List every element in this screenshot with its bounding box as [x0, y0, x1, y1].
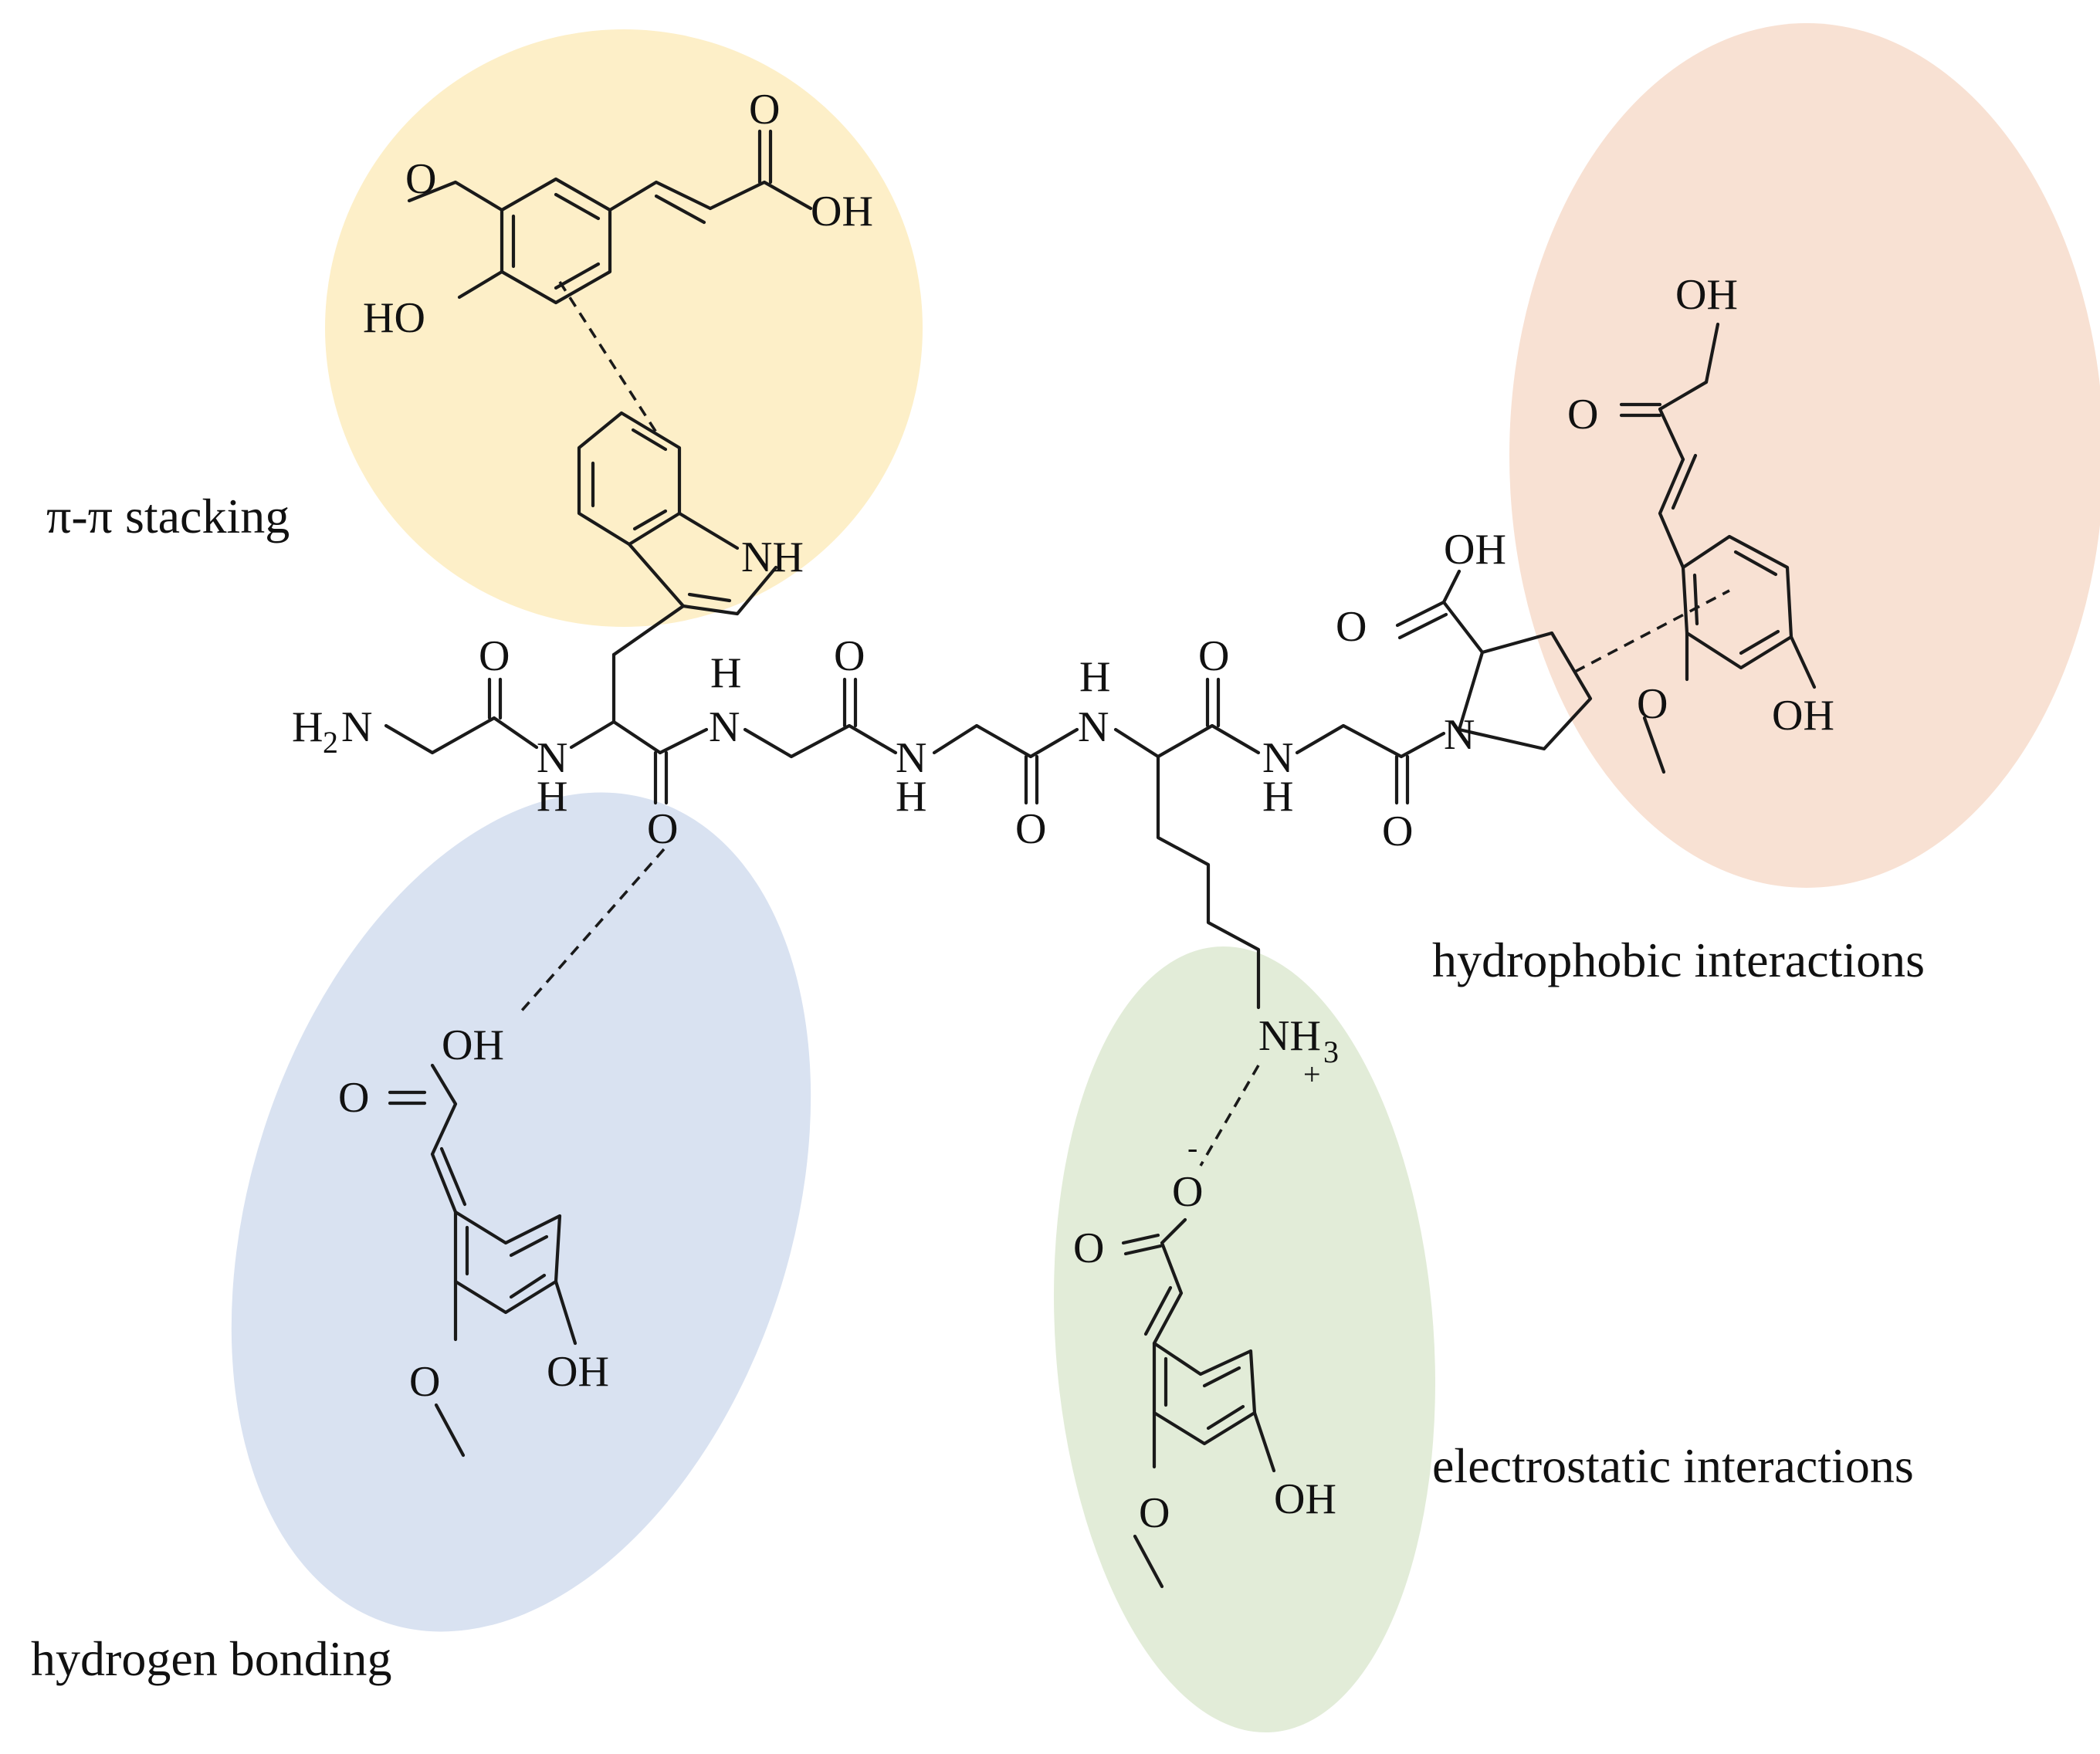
- indole-ring: [577, 411, 778, 657]
- amine-h-label: H: [292, 703, 323, 751]
- ferulic-c-acid-oh-label: OH: [442, 1021, 504, 1069]
- hydrogen-bonding-region: [231, 792, 811, 1632]
- amide-3-n-label: N: [896, 734, 926, 782]
- pi-stacking-caption: π-π stacking: [46, 489, 290, 543]
- amide-3-h-label: H: [896, 773, 926, 821]
- indole-nh-label: NH: [741, 533, 804, 581]
- carbonyl-6-label: O: [1382, 808, 1413, 855]
- amide-5-n-label: N: [1262, 734, 1293, 782]
- amide-2-n-label: N: [709, 703, 740, 751]
- ferulic-a-ho-label: HO: [363, 294, 425, 342]
- carbonyl-1-label: O: [479, 632, 510, 680]
- hydrophobic-caption: hydrophobic interactions: [1432, 933, 1925, 987]
- ferulic-acid-pi-stacking: [407, 129, 813, 433]
- amide-1-n-label: N: [537, 734, 567, 782]
- ferulic-a-oh-label: OH: [811, 188, 873, 235]
- ferulic-b-methoxy-o-label: O: [1637, 680, 1668, 728]
- hydrophobic-region: [1509, 23, 2100, 888]
- peptide-backbone: [384, 652, 1446, 1010]
- ammonium-charge-label: +: [1303, 1057, 1321, 1092]
- carboxylate-o-label: O: [1172, 1168, 1203, 1216]
- carbonyl-4-label: O: [1015, 805, 1046, 853]
- ferulic-a-methoxy-o-label: O: [405, 155, 436, 203]
- ferulic-c-carbonyl-label: O: [338, 1074, 369, 1122]
- ferulic-d-ring-oh-label: OH: [1274, 1475, 1336, 1523]
- ferulic-c-ring-oh-label: OH: [547, 1348, 609, 1396]
- pi-stacking-region: [325, 29, 923, 627]
- ferulic-acid-hydrophobic: [1395, 322, 1817, 774]
- carboxylate-charge-label: -: [1187, 1130, 1197, 1165]
- ferulic-c-methoxy-o-label: O: [409, 1358, 440, 1406]
- carbonyl-5-label: O: [1198, 632, 1229, 680]
- amide-2-h-label: H: [710, 649, 741, 697]
- electrostatic-region: [1054, 946, 1435, 1733]
- ferulic-acid-hydrogen-bonding: [388, 848, 666, 1458]
- amide-4-h-label: H: [1079, 653, 1110, 701]
- proline-carbonyl-label: O: [1336, 603, 1367, 651]
- electrostatic-caption: electrostatic interactions: [1432, 1438, 1914, 1493]
- carbonyl-3-label: O: [834, 632, 865, 680]
- ammonium-subscript-label: 3: [1323, 1034, 1339, 1069]
- amide-1-h-label: H: [537, 773, 567, 821]
- carbonyl-2-label: O: [647, 805, 678, 853]
- amide-4-n-label: N: [1078, 703, 1109, 751]
- ammonium-n-label: NH: [1258, 1012, 1321, 1060]
- hydrogen-bonding-caption: hydrogen bonding: [31, 1631, 392, 1686]
- ferulic-b-oh-label: OH: [1675, 271, 1738, 319]
- amine-subscript-label: 2: [323, 725, 338, 760]
- proline-oh-label: OH: [1444, 526, 1506, 574]
- amide-5-h-label: H: [1262, 773, 1293, 821]
- proline-n-label: N: [1444, 711, 1475, 759]
- ferulic-b-carbonyl-label: O: [1567, 391, 1598, 438]
- ferulic-a-carbonyl-label: O: [749, 86, 780, 134]
- ferulic-acid-electrostatic: [1121, 1065, 1276, 1589]
- ferulic-b-ring-oh-label: OH: [1772, 692, 1834, 740]
- ferulic-d-carbonyl-label: O: [1073, 1224, 1104, 1272]
- amine-n-label: N: [341, 703, 372, 751]
- ferulic-d-methoxy-o-label: O: [1139, 1489, 1170, 1537]
